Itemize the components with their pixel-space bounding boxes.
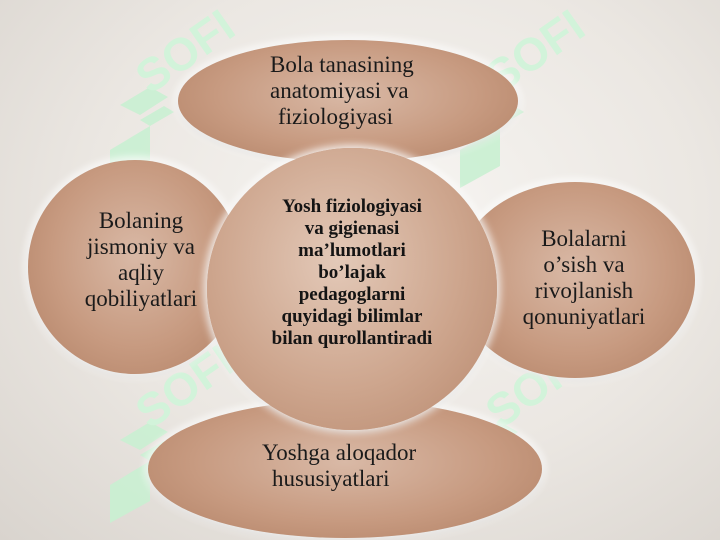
node-left-label: Bolaning jismoniy va aqliy qobiliyatlari — [84, 208, 198, 311]
node-bottom-label: Yoshga aloqador hususiyatlari — [262, 440, 417, 491]
node-center-label: Yosh fiziologiyasi va gigienasi ma’lumot… — [271, 196, 433, 349]
node-top — [178, 40, 518, 162]
node-left — [28, 160, 242, 374]
node-right-label: Bolalarni o’sish va rivojlanish qonuniya… — [522, 226, 646, 329]
node-center — [207, 148, 497, 430]
node-top-label: Bola tanasining anatomiyasi va fiziologi… — [270, 52, 414, 129]
